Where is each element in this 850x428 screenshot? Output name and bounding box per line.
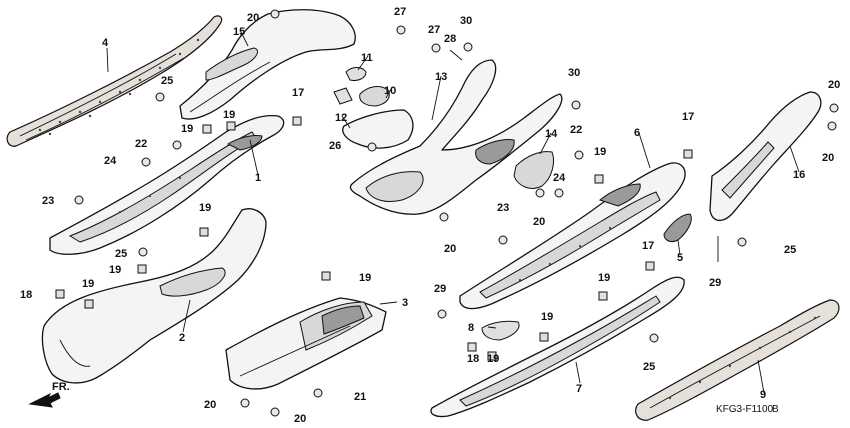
callout-2: 2	[179, 332, 185, 344]
callout-12: 12	[335, 112, 347, 124]
floor-mat-left	[6, 15, 223, 147]
cover-part-16	[709, 91, 822, 221]
tray-part-3	[225, 297, 387, 390]
callout-27b: 27	[428, 24, 440, 36]
callout-19g: 19	[594, 146, 606, 158]
callout-30b: 30	[568, 67, 580, 79]
callout-24a: 24	[104, 155, 117, 167]
callout-19i: 19	[541, 311, 553, 323]
callout-27a: 27	[394, 6, 406, 18]
figure-code-suffix: B	[772, 404, 779, 415]
callout-20f: 20	[828, 79, 840, 91]
callout-19a: 19	[181, 123, 193, 135]
callout-29a: 29	[434, 283, 446, 295]
callout-1: 1	[255, 172, 261, 184]
callout-17c: 17	[642, 240, 654, 252]
callout-19f: 19	[359, 272, 371, 284]
callout-22b: 22	[570, 124, 582, 136]
center-cover-part-13	[349, 59, 563, 215]
lower-panel-part-2	[41, 208, 267, 384]
callout-16: 16	[793, 169, 805, 181]
callout-19b: 19	[223, 109, 235, 121]
callout-11: 11	[361, 52, 373, 64]
front-direction-marker: FR.	[28, 381, 70, 408]
plate-part-8	[481, 320, 520, 341]
lower-panel-part-7	[430, 276, 685, 418]
callout-25c: 25	[643, 361, 655, 373]
cover-part-15	[179, 9, 356, 120]
side-rail-part-1	[49, 114, 285, 255]
callout-labels: 1 2 3 4 5 6 7 8 9 10 11 12 13 14 15 16 1…	[20, 6, 840, 425]
callout-3: 3	[402, 297, 408, 309]
callout-20c: 20	[294, 413, 306, 425]
callout-30a: 30	[460, 15, 472, 27]
callout-24b: 24	[553, 172, 566, 184]
callout-20e: 20	[533, 216, 545, 228]
callout-17b: 17	[682, 111, 694, 123]
callout-25d: 25	[784, 244, 796, 256]
callout-28: 28	[444, 33, 456, 45]
callout-6: 6	[634, 127, 640, 139]
callout-7: 7	[576, 383, 582, 395]
callout-19c: 19	[199, 202, 211, 214]
callout-8: 8	[468, 322, 474, 334]
callout-13: 13	[435, 71, 447, 83]
callout-10: 10	[384, 85, 396, 97]
callout-21: 21	[354, 391, 366, 403]
fasteners	[55, 9, 839, 417]
callout-29b: 29	[709, 277, 721, 289]
small-parts-10-12	[333, 67, 414, 149]
callout-23a: 23	[42, 195, 54, 207]
figure-code: KFG3-F1100 B	[716, 404, 779, 415]
callout-20a: 20	[247, 12, 259, 24]
callout-20b: 20	[204, 399, 216, 411]
callout-20g: 20	[822, 152, 834, 164]
callout-18a: 18	[20, 289, 32, 301]
callout-15: 15	[233, 26, 245, 38]
callout-23b: 23	[497, 202, 509, 214]
callout-5: 5	[677, 252, 683, 264]
callout-19j: 19	[487, 353, 499, 365]
callout-20d: 20	[444, 243, 456, 255]
callout-22a: 22	[135, 138, 147, 150]
front-marker-label: FR.	[52, 381, 70, 393]
side-rail-part-6	[459, 162, 686, 310]
grille-part-5	[663, 213, 692, 243]
callout-26: 26	[329, 140, 341, 152]
callout-14: 14	[545, 128, 558, 140]
callout-19e: 19	[82, 278, 94, 290]
callout-25a: 25	[161, 75, 173, 87]
floor-mat-right	[635, 299, 840, 421]
callout-19h: 19	[598, 272, 610, 284]
figure-code-text: KFG3-F1100	[716, 404, 773, 415]
callout-25b: 25	[115, 248, 127, 260]
callout-9: 9	[760, 389, 766, 401]
front-arrow-icon	[28, 392, 61, 408]
callout-4: 4	[102, 37, 109, 49]
leader-lines	[106, 29, 800, 394]
callout-17a: 17	[292, 87, 304, 99]
callout-18b: 18	[467, 353, 479, 365]
callout-19d: 19	[109, 264, 121, 276]
bracket-part-14	[513, 151, 555, 189]
